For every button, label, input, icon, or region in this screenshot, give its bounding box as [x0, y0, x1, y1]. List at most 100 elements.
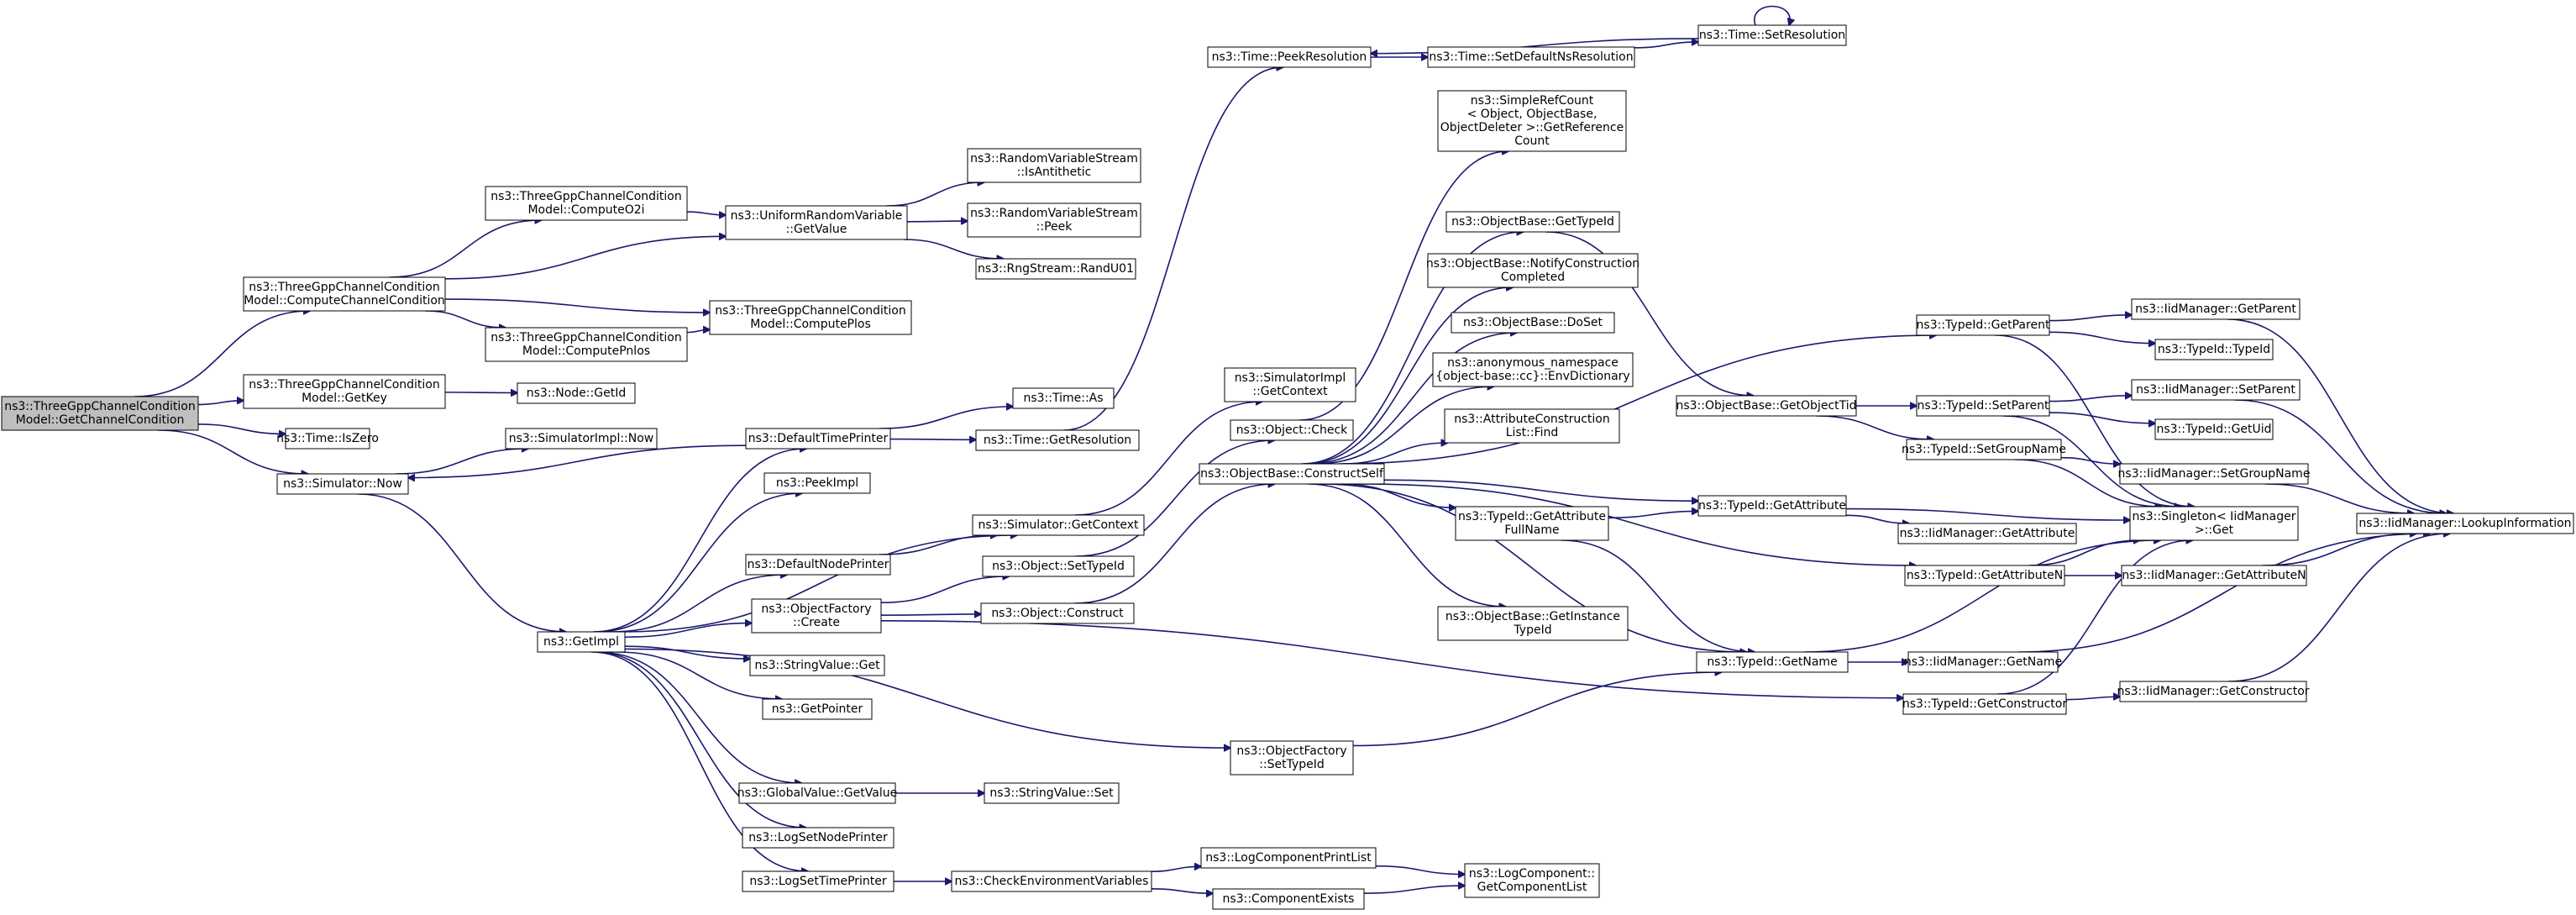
function-node-of-settypeid[interactable]: ns3::ObjectFactory::SetTypeId — [1230, 740, 1354, 776]
node-box — [2131, 379, 2301, 401]
function-node-time-setresolution[interactable]: ns3::Time::SetResolution — [1697, 24, 1847, 46]
function-node-iidm-setparent[interactable]: ns3::IidManager::SetParent — [2131, 379, 2301, 401]
function-node-logsettimeprinter[interactable]: ns3::LogSetTimePrinter — [742, 870, 895, 892]
function-node-logcomp-getlist[interactable]: ns3::LogComponent::GetComponentList — [1464, 863, 1600, 898]
call-edge — [2049, 315, 2132, 322]
function-node-tid-setparent[interactable]: ns3::TypeId::SetParent — [1916, 395, 2050, 417]
function-node-sim-now[interactable]: ns3::Simulator::Now — [276, 473, 409, 495]
node-label-line: ns3::Simulator::GetContext — [978, 518, 1139, 532]
call-edge — [408, 444, 747, 477]
function-node-randu01[interactable]: ns3::RngStream::RandU01 — [975, 258, 1136, 280]
function-node-tid-getconstructor[interactable]: ns3::TypeId::GetConstructor — [1902, 693, 2067, 715]
function-node-simimpl-getcontext[interactable]: ns3::SimulatorImpl::GetContext — [1224, 367, 1356, 402]
function-node-compute-pnlos[interactable]: ns3::ThreeGppChannelConditionModel::Comp… — [485, 327, 688, 362]
function-node-iidm-getattributen[interactable]: ns3::IidManager::GetAttributeN — [2121, 565, 2307, 586]
call-edge — [358, 493, 566, 632]
function-node-tid-getparent[interactable]: ns3::TypeId::GetParent — [1916, 314, 2050, 336]
function-node-logcomp-printlist[interactable]: ns3::LogComponentPrintList — [1200, 847, 1377, 869]
node-box — [2119, 463, 2309, 485]
function-node-ob-getobjecttid[interactable]: ns3::ObjectBase::GetObjectTid — [1676, 395, 1857, 417]
function-node-ob-constructself[interactable]: ns3::ObjectBase::ConstructSelf — [1199, 463, 1385, 485]
function-node-tid-getattribute[interactable]: ns3::TypeId::GetAttribute — [1697, 495, 1847, 517]
function-node-time-as[interactable]: ns3::Time::As — [1012, 387, 1115, 409]
function-node-iidm-setgroupname[interactable]: ns3::IidManager::SetGroupName — [2118, 463, 2311, 485]
function-node-gv-getvalue[interactable]: ns3::GlobalValue::GetValue — [737, 782, 897, 804]
function-node-iidm-lookupinfo[interactable]: ns3::IidManager::LookupInformation — [2356, 513, 2574, 534]
function-node-urv-getvalue[interactable]: ns3::UniformRandomVariable::GetValue — [725, 205, 908, 240]
node-box — [2121, 565, 2307, 586]
function-node-time-peekres[interactable]: ns3::Time::PeekResolution — [1207, 46, 1372, 68]
node-label-line: ns3::PeekImpl — [776, 476, 858, 490]
function-node-singleton-get[interactable]: ns3::Singleton< IidManager >::Get — [2129, 506, 2299, 541]
function-node-anon-envdict[interactable]: ns3::anonymous_namespace{object-base::cc… — [1432, 352, 1634, 387]
function-node-default-node-printer[interactable]: ns3::DefaultNodePrinter — [745, 554, 891, 576]
node-box — [1199, 463, 1385, 485]
function-node-obj-settypeid[interactable]: ns3::Object::SetTypeId — [982, 555, 1135, 577]
function-node-component-exists[interactable]: ns3::ComponentExists — [1212, 888, 1365, 910]
function-node-logsetnodeprinter[interactable]: ns3::LogSetNodePrinter — [742, 827, 895, 849]
function-node-iidm-getattribute[interactable]: ns3::IidManager::GetAttribute — [1897, 523, 2077, 544]
function-node-tid-getname[interactable]: ns3::TypeId::GetName — [1696, 651, 1849, 673]
function-node-node-getid[interactable]: ns3::Node::GetId — [517, 382, 636, 404]
function-node-root[interactable]: ns3::ThreeGppChannelConditionModel::GetC… — [1, 396, 199, 431]
function-node-stringvalue-set[interactable]: ns3::StringValue::Set — [984, 782, 1120, 804]
function-node-default-time-printer[interactable]: ns3::DefaultTimePrinter — [745, 428, 891, 450]
node-label-line: >::Get — [2195, 523, 2234, 537]
node-label-line: ns3::Object::Construct — [991, 607, 1124, 620]
node-label-line: ns3::StringValue::Get — [754, 659, 880, 672]
call-edge — [1063, 67, 1283, 431]
node-label-line: ns3::TypeId::GetAttribute — [1458, 510, 1606, 523]
function-node-sim-getcontext[interactable]: ns3::Simulator::GetContext — [972, 514, 1145, 536]
function-node-getkey[interactable]: ns3::ThreeGppChannelConditionModel::GetK… — [243, 374, 446, 409]
function-node-tid-getuid[interactable]: ns3::TypeId::GetUid — [2154, 418, 2274, 440]
function-node-of-create[interactable]: ns3::ObjectFactory::Create — [751, 598, 882, 634]
function-node-rvs-isanti[interactable]: ns3::RandomVariableStream::IsAntithetic — [967, 148, 1141, 183]
function-node-stringvalue-get[interactable]: ns3::StringValue::Get — [749, 655, 885, 676]
function-node-iszero[interactable]: ns3::Time::IsZero — [276, 428, 379, 450]
function-node-check-env[interactable]: ns3::CheckEnvironmentVariables — [951, 870, 1152, 892]
function-node-tid-typeid[interactable]: ns3::TypeId::TypeId — [2154, 339, 2274, 360]
node-label-line: ns3::Time::IsZero — [276, 432, 379, 445]
node-label-line: TypeId — [1513, 623, 1551, 637]
function-node-tid-getattributen[interactable]: ns3::TypeId::GetAttributeN — [1904, 565, 2065, 586]
function-node-getpointer[interactable]: ns3::GetPointer — [762, 698, 873, 720]
function-node-time-setdefaultnsres[interactable]: ns3::Time::SetDefaultNsResolution — [1427, 46, 1635, 68]
node-label-line: ::Create — [793, 616, 840, 629]
node-label-line: ns3::RandomVariableStream — [970, 152, 1138, 166]
node-box — [975, 258, 1136, 280]
function-node-iidm-getname[interactable]: ns3::IidManager::GetName — [1904, 651, 2062, 673]
node-box — [749, 655, 885, 676]
call-edge — [1308, 483, 1505, 607]
function-node-obj-construct[interactable]: ns3::Object::Construct — [980, 602, 1135, 624]
function-node-compute-o2i[interactable]: ns3::ThreeGppChannelConditionModel::Comp… — [485, 186, 688, 221]
function-node-ob-notify[interactable]: ns3::ObjectBase::NotifyConstructionCompl… — [1426, 253, 1640, 288]
function-node-rvs-peek[interactable]: ns3::RandomVariableStream::Peek — [967, 202, 1141, 238]
node-box — [1432, 352, 1634, 387]
node-label-line: ns3::ObjectBase::NotifyConstruction — [1426, 257, 1640, 271]
function-node-simplerefcount[interactable]: ns3::SimpleRefCount< Object, ObjectBase,… — [1437, 90, 1627, 152]
function-node-iidm-getconstructor[interactable]: ns3::IidManager::GetConstructor — [2117, 681, 2310, 702]
call-edge — [1342, 443, 1447, 465]
function-node-simimpl-now[interactable]: ns3::SimulatorImpl::Now — [505, 428, 658, 450]
function-node-obj-check[interactable]: ns3::Object::Check — [1230, 419, 1354, 441]
function-node-peekimpl[interactable]: ns3::PeekImpl — [763, 472, 871, 494]
function-node-iidm-getparent[interactable]: ns3::IidManager::GetParent — [2131, 298, 2301, 320]
node-box — [1200, 847, 1377, 869]
node-label-line: ns3::TypeId::GetParent — [1917, 318, 2050, 332]
node-box — [517, 382, 636, 404]
function-node-getimpl[interactable]: ns3::GetImpl — [537, 631, 626, 653]
node-box — [1427, 253, 1639, 288]
node-box — [1427, 46, 1635, 68]
function-node-compute-plos[interactable]: ns3::ThreeGppChannelConditionModel::Comp… — [709, 300, 912, 335]
node-label-line: ns3::Time::SetDefaultNsResolution — [1429, 50, 1633, 64]
node-label-line: ns3::Time::PeekResolution — [1212, 50, 1367, 64]
function-node-tid-setgroupname[interactable]: ns3::TypeId::SetGroupName — [1902, 439, 2066, 460]
function-node-compute-cc[interactable]: ns3::ThreeGppChannelConditionModel::Comp… — [243, 276, 446, 312]
function-node-ob-gettypeid[interactable]: ns3::ObjectBase::GetTypeId — [1445, 211, 1620, 233]
call-edge — [686, 329, 710, 332]
function-node-time-getresolution[interactable]: ns3::Time::GetResolution — [975, 429, 1140, 451]
function-node-ob-doset[interactable]: ns3::ObjectBase::DoSet — [1451, 312, 1615, 334]
